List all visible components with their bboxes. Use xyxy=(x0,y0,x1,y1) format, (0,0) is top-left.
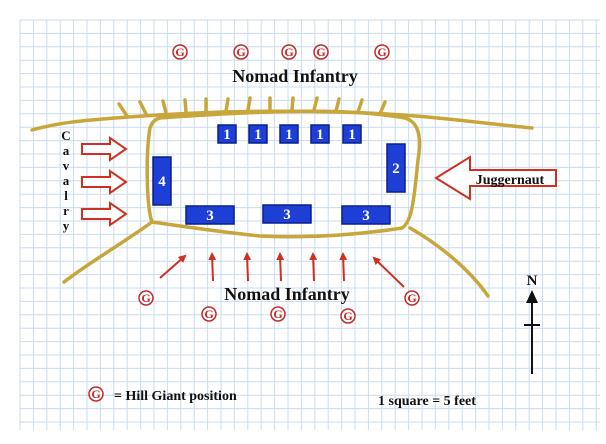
svg-text:2: 2 xyxy=(392,161,400,177)
cavalry-label: C a v a l r y xyxy=(61,128,70,233)
svg-text:3: 3 xyxy=(362,208,370,224)
svg-text:1: 1 xyxy=(254,127,262,143)
north-arrow-icon xyxy=(526,290,538,303)
ridge-tick xyxy=(224,97,230,113)
svg-text:a: a xyxy=(63,143,70,158)
hill-giant-icon: G xyxy=(138,290,154,306)
unit-block-3a[interactable]: 3 xyxy=(185,205,235,225)
svg-text:G: G xyxy=(407,291,416,305)
hill-giant-icon: G xyxy=(172,44,188,60)
svg-text:a: a xyxy=(63,173,70,188)
unit-block-1b[interactable]: 1 xyxy=(248,124,268,144)
fortified-enclosure xyxy=(145,109,422,239)
svg-text:G: G xyxy=(316,45,325,59)
unit-block-1d[interactable]: 1 xyxy=(310,124,330,144)
svg-text:v: v xyxy=(63,158,70,173)
unit-block-4[interactable]: 4 xyxy=(152,156,172,206)
ridge-tick xyxy=(334,97,341,113)
ridge-tick xyxy=(312,96,319,112)
attack-arrow-icon xyxy=(309,252,318,282)
svg-text:G: G xyxy=(343,309,352,323)
scale-text: 1 square = 5 feet xyxy=(378,394,476,409)
unit-block-3c[interactable]: 3 xyxy=(341,205,391,225)
ridge-tick xyxy=(138,100,148,116)
svg-text:G: G xyxy=(141,291,150,305)
svg-text:C: C xyxy=(61,128,70,143)
legend: G = Hill Giant position 1 square = 5 fee… xyxy=(88,386,476,409)
svg-text:l: l xyxy=(64,188,68,203)
attack-arrow-icon xyxy=(276,252,285,282)
svg-text:G: G xyxy=(284,45,293,59)
svg-text:3: 3 xyxy=(206,208,214,224)
ridge-tick xyxy=(183,98,188,114)
ridge-tick xyxy=(378,100,387,116)
attack-arrow-icon xyxy=(372,256,405,288)
cavalry-arrow-icon xyxy=(81,136,128,162)
ridge-tick xyxy=(290,96,295,112)
unit-block-1a[interactable]: 1 xyxy=(217,124,237,144)
ridge-tick xyxy=(356,98,364,114)
svg-text:G: G xyxy=(175,45,184,59)
ridge-tick xyxy=(246,96,252,112)
terrain-walls xyxy=(30,96,534,298)
svg-text:3: 3 xyxy=(283,207,291,223)
attack-arrow-icon xyxy=(159,254,187,279)
unit-block-2[interactable]: 2 xyxy=(386,143,406,193)
svg-text:1: 1 xyxy=(223,127,231,143)
north-label: N xyxy=(527,273,538,289)
bottom-infantry-label: Nomad Infantry xyxy=(224,284,350,304)
ridge-tick xyxy=(117,102,129,118)
juggernaut-label: Juggernaut xyxy=(476,173,545,188)
svg-text:4: 4 xyxy=(158,174,166,190)
unit-block-1e[interactable]: 1 xyxy=(342,124,362,144)
attack-arrow-icon xyxy=(208,252,217,282)
cavalry-arrows xyxy=(81,136,128,227)
svg-text:G: G xyxy=(236,45,245,59)
hill-giant-icon: G xyxy=(281,44,297,60)
juggernaut-arrow: Juggernaut xyxy=(434,155,557,201)
hill-giant-icon: G xyxy=(374,44,390,60)
svg-text:y: y xyxy=(63,218,70,233)
hill-giant-icon: G xyxy=(340,308,356,324)
right-slope-line xyxy=(408,226,490,298)
north-indicator: N xyxy=(524,273,540,374)
svg-text:r: r xyxy=(63,203,69,218)
unit-block-1c[interactable]: 1 xyxy=(279,124,299,144)
hill-giant-icon: G xyxy=(404,290,420,306)
legend-text: = Hill Giant position xyxy=(114,389,237,404)
cavalry-arrow-icon xyxy=(81,201,128,227)
infantry-attack-arrows xyxy=(159,252,405,288)
legend-giant-icon: G xyxy=(88,386,104,402)
unit-block-3b[interactable]: 3 xyxy=(262,204,312,224)
hill-giant-markers: G G G G G G G G G G xyxy=(138,44,420,324)
hill-giant-icon: G xyxy=(201,306,217,322)
cavalry-arrow-icon xyxy=(81,169,128,195)
svg-text:1: 1 xyxy=(348,127,356,143)
juggernaut-arrow-icon xyxy=(434,155,557,201)
svg-text:G: G xyxy=(204,307,213,321)
left-slope-line xyxy=(62,220,154,284)
ridge-tick xyxy=(161,99,168,115)
svg-text:1: 1 xyxy=(316,127,324,143)
svg-text:G: G xyxy=(273,307,282,321)
svg-text:1: 1 xyxy=(285,127,293,143)
attack-arrow-icon xyxy=(339,252,348,282)
hill-giant-icon: G xyxy=(313,44,329,60)
attack-arrow-icon xyxy=(243,252,252,282)
svg-text:G: G xyxy=(377,45,386,59)
hill-giant-icon: G xyxy=(233,44,249,60)
top-infantry-label: Nomad Infantry xyxy=(232,66,358,86)
svg-text:G: G xyxy=(91,387,100,401)
hill-giant-icon: G xyxy=(270,306,286,322)
